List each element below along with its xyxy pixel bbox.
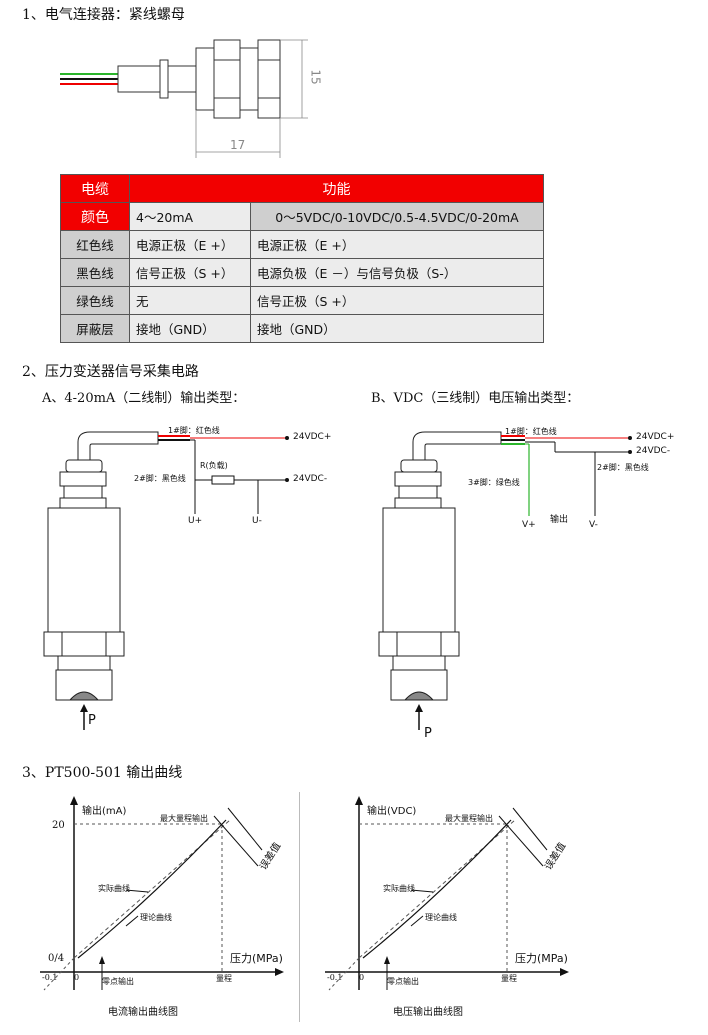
row-current-func: 无 xyxy=(129,286,251,315)
row-color: 绿色线 xyxy=(60,286,130,315)
b-pressure-label: P xyxy=(424,726,432,741)
a-pin1-label: 1#脚：红色线 xyxy=(168,426,220,435)
a-upos-label: U+ xyxy=(188,516,203,526)
a-uneg-label: U- xyxy=(252,516,262,526)
voltage-zero-tick: 0 xyxy=(359,973,365,982)
section1-title: 1、电气连接器：紧线螺母 xyxy=(22,7,185,23)
dim-width: 17 xyxy=(230,138,246,152)
table-row: 红色线 电源正极（E +） 电源正极（E +） xyxy=(60,230,544,259)
circuit-a-title: A、4-20mA（二线制）输出类型： xyxy=(42,391,246,406)
dim-height: 15 xyxy=(308,69,323,85)
a-vneg-label: 24VDC- xyxy=(293,474,328,484)
chart-divider xyxy=(299,792,300,1022)
current-y-max-tick: 20 xyxy=(52,820,65,831)
section2-title: 2、压力变送器信号采集电路 xyxy=(22,364,199,380)
connector-drawing xyxy=(60,39,308,158)
row-color: 黑色线 xyxy=(60,258,130,287)
voltage-actual-curve: 实际曲线 xyxy=(383,884,415,893)
voltage-output-chart xyxy=(325,796,569,991)
current-actual-curve: 实际曲线 xyxy=(98,884,130,893)
voltage-x-label: 压力(MPa) xyxy=(515,952,568,965)
row-current-func: 接地（GND） xyxy=(129,314,251,343)
row-voltage-func: 电源负极（E －）与信号负极（S-） xyxy=(250,258,544,287)
b-pin2-label: 2#脚：黑色线 xyxy=(597,463,649,472)
row-voltage-func: 接地（GND） xyxy=(250,314,544,343)
circuit-b-title: B、VDC（三线制）电压输出类型： xyxy=(371,391,580,406)
row-voltage-func: 电源正极（E +） xyxy=(250,230,544,259)
voltage-neg-tick: -0.1 xyxy=(327,973,343,982)
b-pin3-label: 3#脚：绿色线 xyxy=(468,478,520,487)
row-color: 红色线 xyxy=(60,230,130,259)
current-output-chart xyxy=(40,796,284,991)
voltage-max-output: 最大量程输出 xyxy=(445,814,493,823)
header-function: 功能 xyxy=(129,174,544,203)
current-neg-tick: -0.1 xyxy=(42,973,58,982)
circuit-a-diagram xyxy=(43,431,289,730)
voltage-range-label: 量程 xyxy=(501,974,517,983)
voltage-theory-curve: 理论曲线 xyxy=(425,913,457,922)
b-output-label: 输出 xyxy=(550,515,569,525)
table-row: 屏蔽层 接地（GND） 接地（GND） xyxy=(60,314,544,343)
row-voltage-func: 信号正极（S +） xyxy=(250,286,544,315)
current-max-output: 最大量程输出 xyxy=(160,814,208,823)
header-cable: 电缆 xyxy=(60,174,130,203)
cable-function-table: 电缆 功能 颜色 4～20mA 0～5VDC/0-10VDC/0.5-4.5VD… xyxy=(60,174,544,343)
current-caption: 电流输出曲线图 xyxy=(108,1007,178,1018)
circuit-b-diagram xyxy=(378,431,632,730)
voltage-y-label: 输出(VDC) xyxy=(367,806,417,817)
voltage-caption: 电压输出曲线图 xyxy=(393,1007,463,1018)
current-zero-output: 零点输出 xyxy=(102,977,134,986)
b-vneg-label: 24VDC- xyxy=(636,446,671,456)
a-pressure-label: P xyxy=(88,713,96,728)
a-resistor-label: R(负载) xyxy=(200,461,228,470)
b-vp-label: V+ xyxy=(522,520,536,530)
row-color: 屏蔽层 xyxy=(60,314,130,343)
current-zero-tick: 0 xyxy=(74,973,80,982)
subheader-voltage: 0～5VDC/0-10VDC/0.5-4.5VDC/0-20mA xyxy=(250,202,544,231)
table-row: 黑色线 信号正极（S +） 电源负极（E －）与信号负极（S-） xyxy=(60,258,544,287)
current-y-label: 输出(mA) xyxy=(82,806,127,817)
b-vpos-label: 24VDC+ xyxy=(636,432,675,442)
current-origin-tick: 0/4 xyxy=(48,953,65,964)
header-color: 颜色 xyxy=(60,202,130,231)
current-theory-curve: 理论曲线 xyxy=(140,913,172,922)
current-x-label: 压力(MPa) xyxy=(230,952,283,965)
row-current-func: 电源正极（E +） xyxy=(129,230,251,259)
a-pin2-label: 2#脚：黑色线 xyxy=(134,474,186,483)
b-pin1-label: 1#脚：红色线 xyxy=(505,427,557,436)
b-vn-label: V- xyxy=(589,520,598,530)
current-range-label: 量程 xyxy=(216,974,232,983)
voltage-zero-output: 零点输出 xyxy=(387,977,419,986)
subheader-current: 4～20mA xyxy=(129,202,251,231)
section3-title: 3、PT500-501 输出曲线 xyxy=(22,765,183,781)
table-row: 绿色线 无 信号正极（S +） xyxy=(60,286,544,315)
a-vpos-label: 24VDC+ xyxy=(293,432,332,442)
row-current-func: 信号正极（S +） xyxy=(129,258,251,287)
